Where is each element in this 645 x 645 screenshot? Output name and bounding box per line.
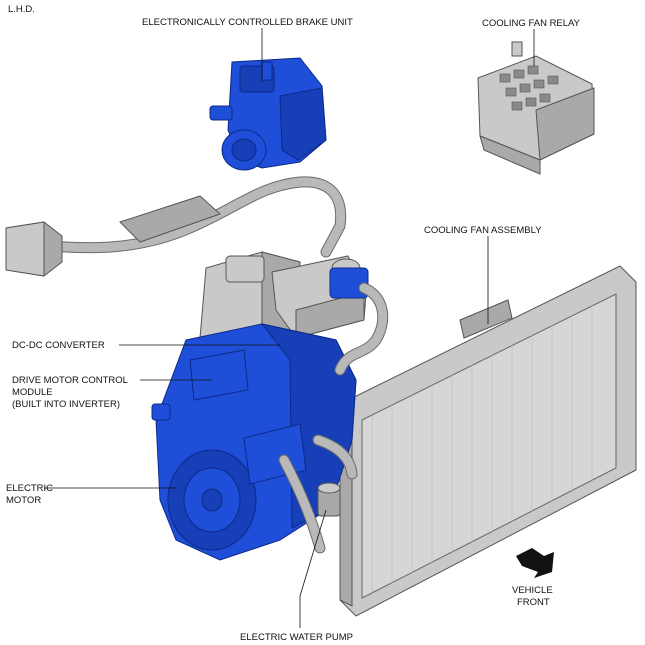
vehicle-front-arrow-icon [516,548,554,578]
label-cooling-fan-relay: COOLING FAN RELAY [482,18,581,29]
label-drive-motor-line3: (BUILT INTO INVERTER) [12,399,120,410]
leader-lines [44,28,535,628]
label-drive-motor-line2: MODULE [12,387,53,398]
cooling-fan-assembly [339,265,637,617]
label-electric-water-pump: ELECTRIC WATER PUMP [240,632,353,643]
harness-hose [5,176,347,277]
label-brake-unit: ELECTRONICALLY CONTROLLED BRAKE UNIT [142,17,353,28]
cooling-fan-relay [477,41,595,175]
label-electric-motor-line1: ELECTRIC [6,483,53,494]
label-electric-motor-line2: MOTOR [6,495,41,506]
label-vehicle-front-line1: VEHICLE [512,585,553,596]
callout-labels: ELECTRONICALLY CONTROLLED BRAKE UNIT COO… [6,17,581,643]
electric-water-pump [317,482,341,517]
label-drive-motor-line1: DRIVE MOTOR CONTROL [12,375,128,386]
label-vehicle-front-line2: FRONT [517,597,550,608]
label-dc-dc-converter: DC-DC CONVERTER [12,340,105,351]
lhd-note: L.H.D. [8,4,35,15]
brake-unit [209,57,327,171]
label-cooling-fan-assembly: COOLING FAN ASSEMBLY [424,225,542,236]
